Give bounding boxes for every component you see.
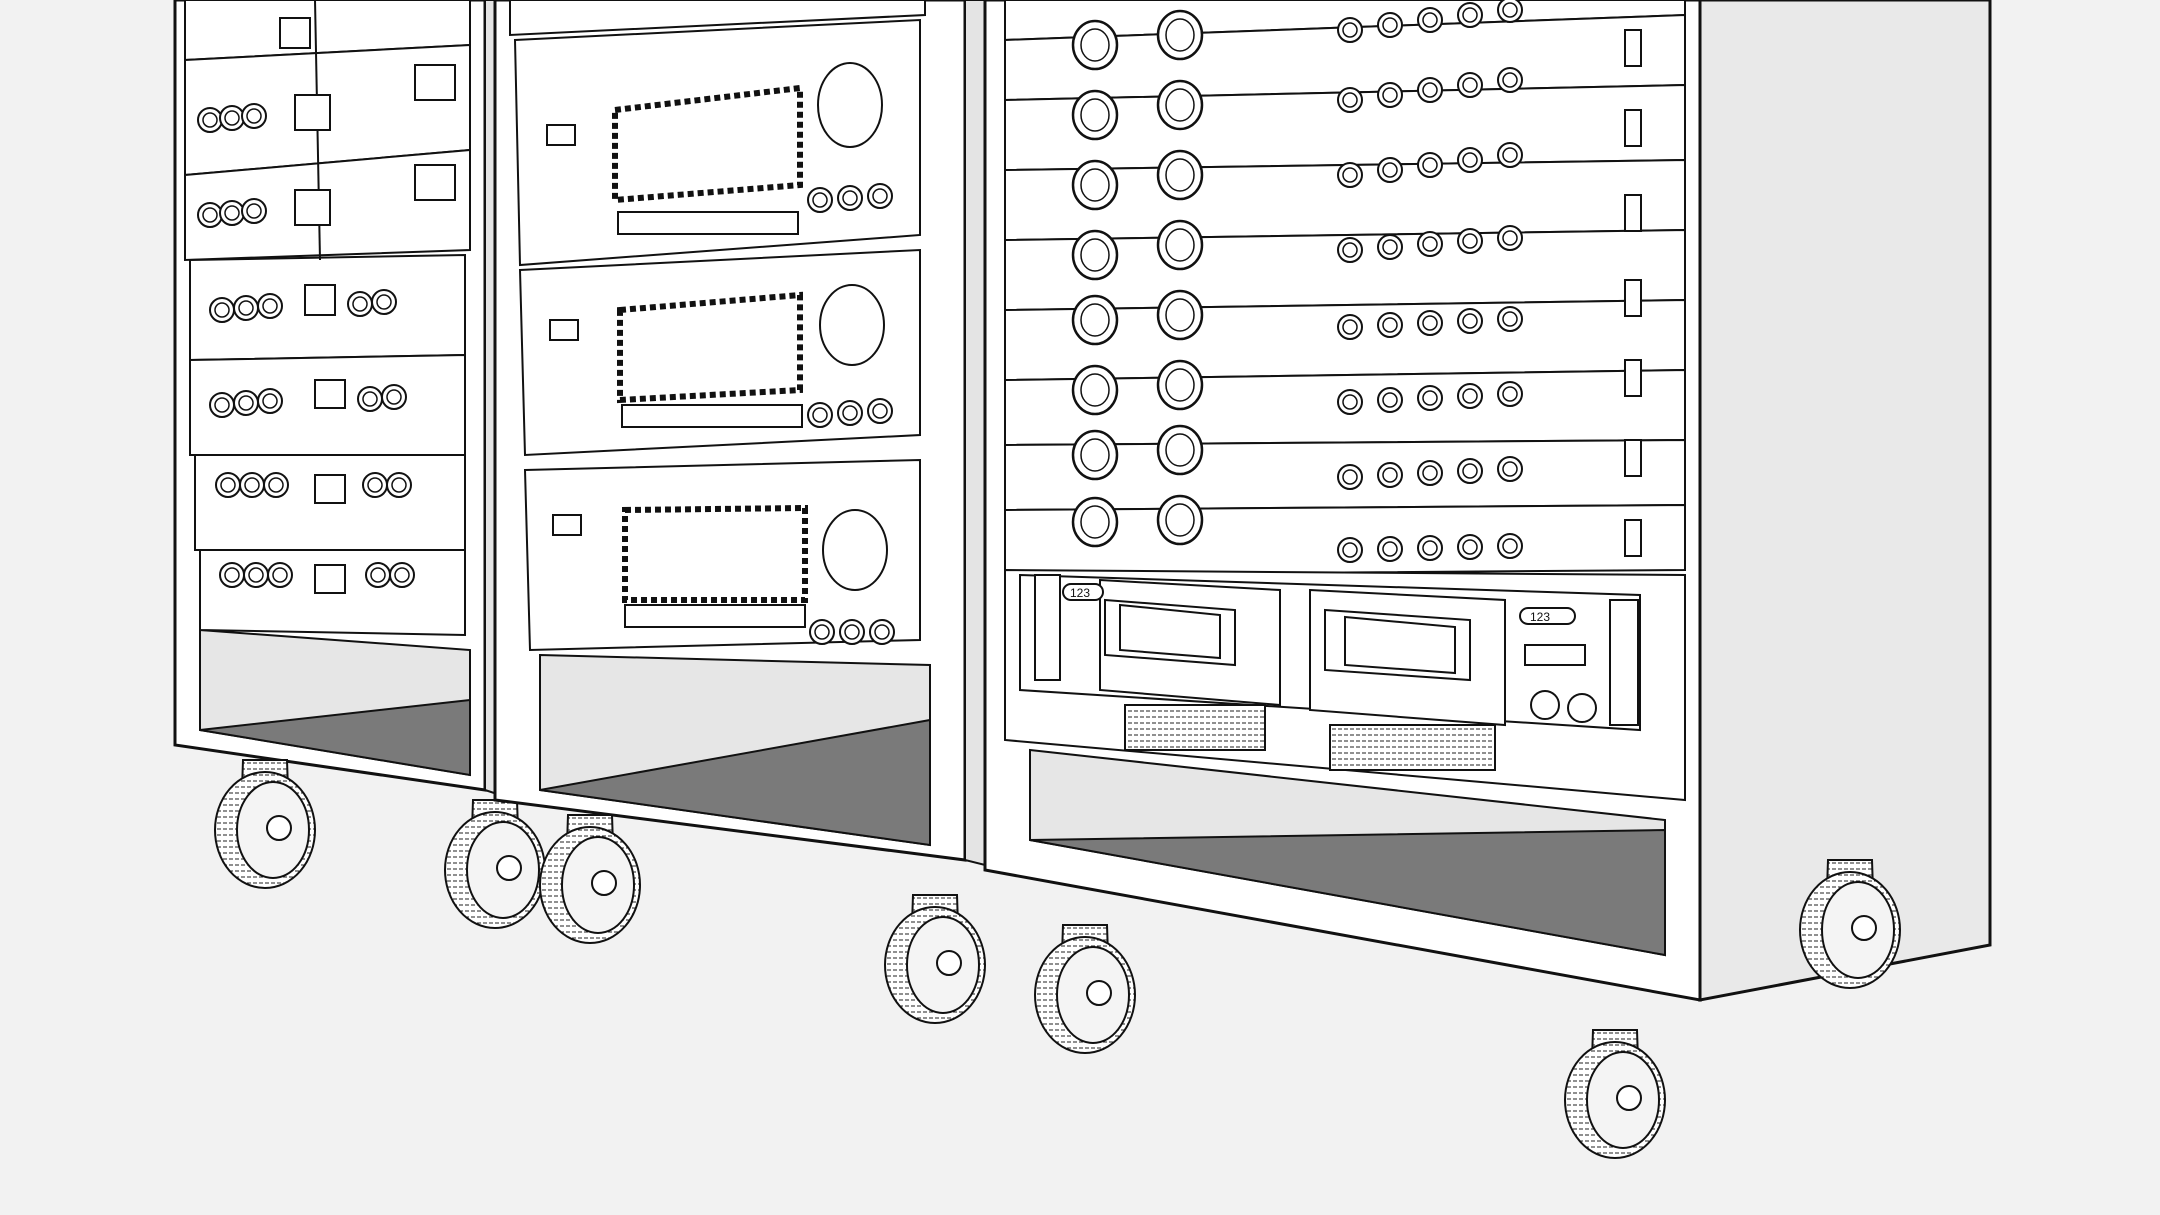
amplifier-units [509,0,926,652]
caster [1034,924,1136,1054]
processor-units [1004,0,1686,577]
caster [444,799,546,929]
caster [884,894,986,1024]
caster [539,814,641,944]
caster [214,759,316,889]
right-rack: 123 123 [983,0,1992,1159]
left-rack [173,0,546,929]
caster [1564,1029,1666,1159]
left-rack-units [184,0,471,637]
tape-well-left [1099,578,1281,707]
tape-well-right [1309,588,1506,727]
tape-counter-left: 123 [1070,586,1090,600]
tape-counter-right: 123 [1530,610,1550,624]
cassette-deck [1004,568,1686,802]
middle-rack [493,0,986,1024]
